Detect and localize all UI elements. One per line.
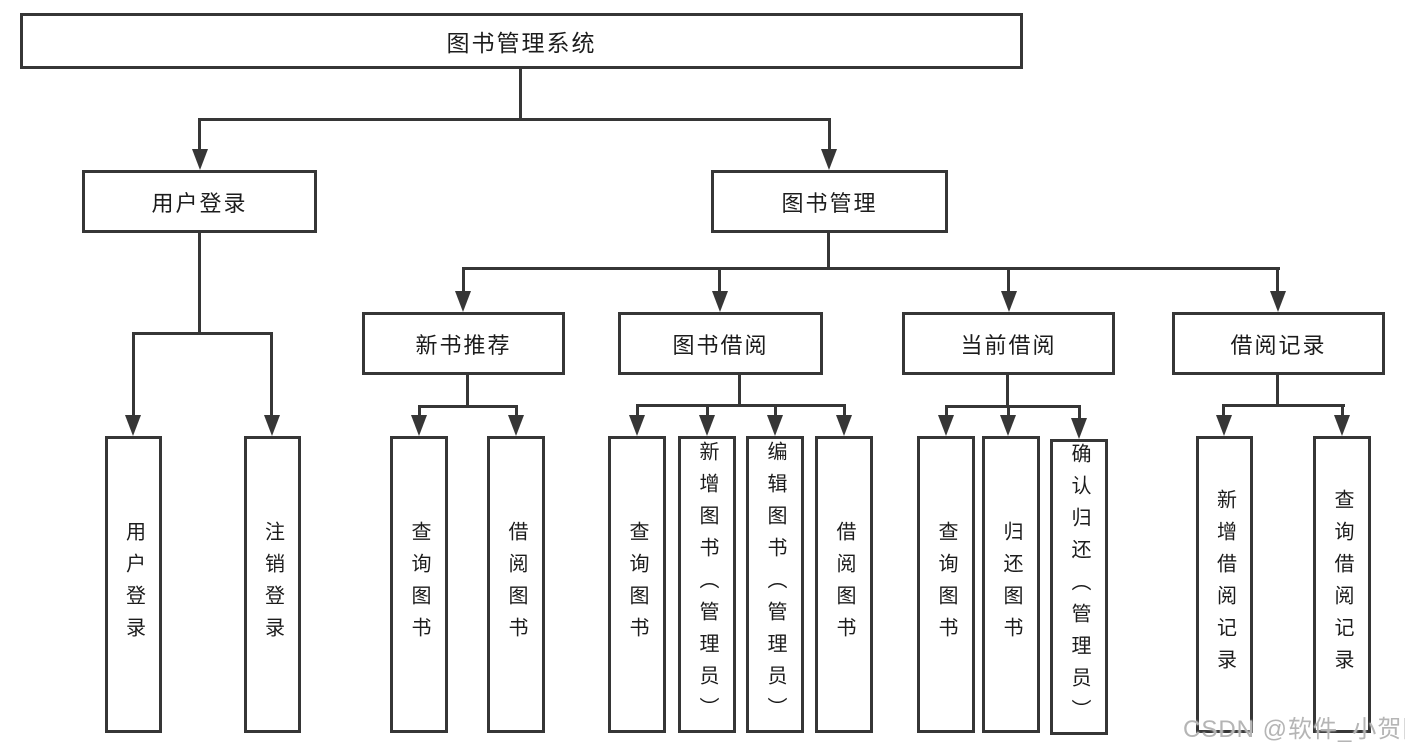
connector-line: [718, 269, 721, 295]
node-label: 借阅图书: [505, 520, 527, 649]
leaf-edit-book-admin: 编辑图书（管理员）: [746, 436, 804, 733]
leaf-add-borrow-record: 新增借阅记录: [1196, 436, 1253, 733]
connector-line: [1007, 269, 1010, 295]
connector-line: [462, 269, 465, 295]
node-label: 查询借阅记录: [1331, 488, 1353, 681]
connector-line: [774, 406, 777, 418]
connector-line: [515, 407, 518, 418]
arrowhead-down-icon: [411, 415, 427, 436]
arrowhead-down-icon: [629, 415, 645, 436]
node-label: 用户登录: [151, 190, 248, 216]
node-label: 新增图书（管理员）: [696, 440, 718, 729]
node-label: 新增借阅记录: [1213, 488, 1236, 681]
arrowhead-down-icon: [1270, 291, 1286, 312]
connector-line: [636, 406, 639, 418]
arrowhead-down-icon: [699, 415, 715, 436]
arrowhead-down-icon: [767, 415, 783, 436]
arrowhead-down-icon: [508, 415, 524, 436]
node-label: 确认归还（管理员）: [1068, 443, 1090, 731]
connector-line: [636, 404, 846, 407]
connector-line: [706, 406, 709, 418]
leaf-query-books-current: 查询图书: [917, 436, 975, 733]
leaf-user-login: 用户登录: [105, 436, 162, 733]
arrowhead-down-icon: [1071, 418, 1087, 439]
connector-line: [198, 118, 831, 121]
node-new-book-recommend: 新书推荐: [362, 312, 565, 375]
connector-line: [466, 375, 469, 408]
connector-line: [738, 375, 741, 407]
connector-line: [1078, 407, 1081, 420]
node-label: 编辑图书（管理员）: [764, 440, 786, 729]
node-label: 注销登录: [261, 520, 284, 649]
node-label: 查询图书: [408, 520, 430, 649]
node-label: 查询图书: [626, 520, 648, 649]
connector-line: [1276, 269, 1279, 295]
leaf-query-books-recommend: 查询图书: [390, 436, 448, 733]
node-label: 借阅记录: [1230, 332, 1327, 358]
connector-line: [827, 233, 830, 270]
node-root-library-system: 图书管理系统: [20, 13, 1023, 69]
node-book-management: 图书管理: [711, 170, 948, 233]
connector-line: [1006, 375, 1009, 408]
connector-line: [1222, 404, 1345, 407]
node-label: 图书管理: [781, 190, 878, 216]
arrowhead-down-icon: [938, 415, 954, 436]
node-label: 查询图书: [935, 520, 957, 649]
arrowhead-down-icon: [836, 415, 852, 436]
connector-line: [198, 233, 201, 335]
connector-line: [270, 334, 273, 418]
connector-line: [828, 120, 831, 152]
leaf-borrow-books-recommend: 借阅图书: [487, 436, 545, 733]
connector-line: [462, 267, 1280, 270]
leaf-query-books-borrow: 查询图书: [608, 436, 666, 733]
node-label: 图书管理系统: [446, 30, 597, 56]
node-current-borrowing: 当前借阅: [902, 312, 1115, 375]
connector-line: [519, 68, 522, 120]
arrowhead-down-icon: [264, 415, 280, 436]
connector-line: [1222, 406, 1225, 418]
connector-line: [132, 334, 135, 418]
arrowhead-down-icon: [1000, 415, 1016, 436]
node-label: 归还图书: [1000, 520, 1022, 649]
connector-line: [418, 405, 518, 408]
connector-line: [1276, 375, 1279, 407]
arrowhead-down-icon: [1001, 291, 1017, 312]
connector-line: [945, 405, 1081, 408]
connector-line: [418, 407, 421, 418]
arrowhead-down-icon: [455, 291, 471, 312]
node-borrowing-records: 借阅记录: [1172, 312, 1385, 375]
arrowhead-down-icon: [712, 291, 728, 312]
node-label: 新书推荐: [415, 332, 512, 358]
csdn-watermark: CSDN @软件_小贺同学: [1183, 716, 1405, 743]
node-book-borrowing: 图书借阅: [618, 312, 823, 375]
node-label: 图书借阅: [672, 332, 769, 358]
connector-line: [945, 407, 948, 418]
connector-line: [1007, 407, 1010, 418]
node-label: 借阅图书: [833, 520, 855, 649]
arrowhead-down-icon: [821, 149, 837, 170]
arrowhead-down-icon: [1334, 415, 1350, 436]
arrowhead-down-icon: [125, 415, 141, 436]
node-label: 用户登录: [122, 520, 145, 649]
leaf-add-book-admin: 新增图书（管理员）: [678, 436, 736, 733]
connector-line: [198, 120, 201, 152]
node-user-login: 用户登录: [82, 170, 317, 233]
connector-line: [132, 332, 273, 335]
connector-line: [1341, 406, 1344, 418]
leaf-confirm-return-admin: 确认归还（管理员）: [1050, 439, 1108, 735]
leaf-borrow-books: 借阅图书: [815, 436, 873, 733]
node-label: 当前借阅: [960, 332, 1057, 358]
leaf-query-borrow-record: 查询借阅记录: [1313, 436, 1371, 733]
arrowhead-down-icon: [192, 149, 208, 170]
leaf-logout: 注销登录: [244, 436, 301, 733]
connector-line: [843, 406, 846, 418]
arrowhead-down-icon: [1216, 415, 1232, 436]
leaf-return-books: 归还图书: [982, 436, 1040, 733]
